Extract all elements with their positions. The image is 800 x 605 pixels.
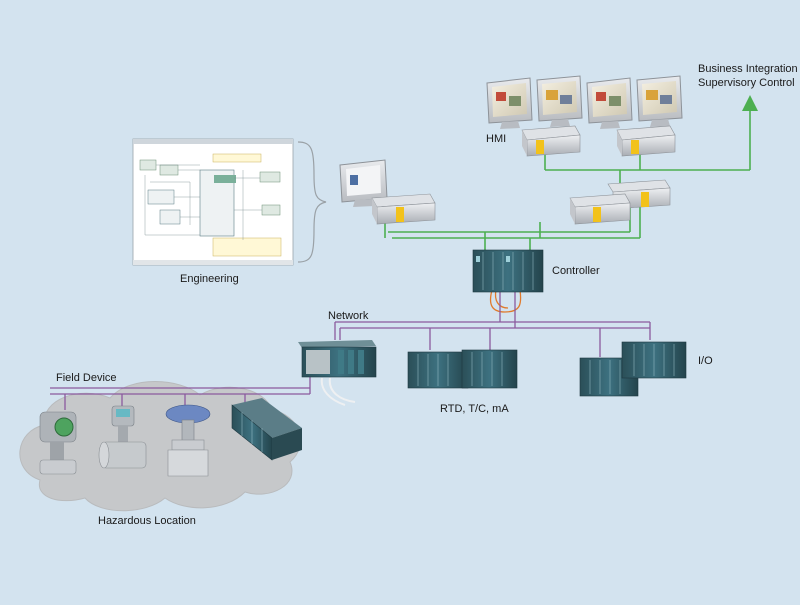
pc-tower-icon	[569, 193, 631, 225]
rtd-label: RTD, T/C, mA	[440, 403, 509, 415]
supervisory-control-label: Supervisory Control	[698, 77, 795, 89]
plant-bus-lines	[384, 95, 758, 255]
controller-label: Controller	[552, 265, 600, 277]
io-rack-icon	[579, 341, 687, 397]
fieldbus-lines	[50, 290, 651, 410]
fiber-link	[489, 289, 522, 313]
io-rack-icon	[231, 398, 302, 461]
engineering-brace	[297, 141, 327, 263]
hazardous-area-cloud	[19, 381, 301, 512]
engineering-label: Engineering	[180, 273, 239, 285]
hazardous-location-label: Hazardous Location	[98, 515, 196, 527]
io-rack-icon	[407, 349, 518, 389]
io-label: I/O	[698, 355, 713, 367]
monitor-icon	[536, 75, 583, 127]
monitor-icon	[339, 159, 388, 207]
monitor-icon	[586, 77, 633, 129]
field-device-label: Field Device	[56, 372, 117, 384]
pc-tower-icon	[371, 193, 436, 225]
monitor-icon	[486, 77, 533, 129]
pc-tower-icon	[521, 125, 581, 157]
pc-tower-icon	[616, 125, 676, 157]
hmi-label: HMI	[486, 133, 506, 145]
labels: Business Integration Supervisory Control…	[56, 63, 798, 527]
network-label: Network	[328, 310, 369, 322]
monitor-icon	[636, 75, 683, 127]
flowmeter-icon	[98, 405, 147, 469]
transmitter-icon	[39, 411, 77, 475]
valve-icon	[165, 404, 211, 477]
network-module-icon	[298, 340, 377, 378]
business-integration-label: Business Integration	[698, 63, 798, 75]
controller-rack-icon	[472, 249, 544, 293]
engineering-screenshot	[132, 138, 294, 266]
